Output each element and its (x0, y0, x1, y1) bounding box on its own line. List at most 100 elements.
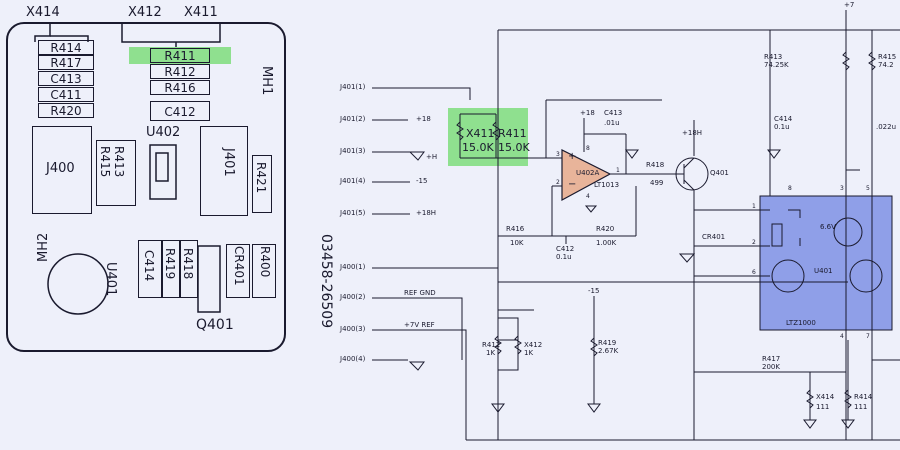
ltz1000-block (759, 195, 893, 331)
u401-pin5: 5 (866, 185, 870, 192)
opamp-pin2: 2 (556, 179, 560, 186)
input-j400-1: J400(1) (340, 263, 366, 271)
level-h: +H (426, 153, 438, 161)
label-r412: R412 (482, 341, 501, 349)
schematic-drawing (372, 10, 900, 441)
opamp-minus: − (568, 179, 577, 190)
label-r416: R416 (506, 225, 525, 233)
opamp-pin3: 3 (556, 151, 560, 158)
u401-pin3: 3 (840, 185, 844, 192)
input-j400-4: J400(4) (340, 355, 366, 363)
label-x414: X414 (816, 393, 835, 401)
pcb-j401-box (200, 126, 248, 216)
pcb-r421: R421 (254, 162, 268, 194)
value-c412: 0.1u (556, 253, 572, 261)
label-x411: X411 (184, 5, 218, 20)
label-q401: Q401 (710, 169, 729, 177)
pcb-j401: J401 (221, 148, 236, 177)
ref-gnd: REF GND (404, 289, 436, 297)
pcb-r418-box (180, 240, 198, 298)
input-j401-4: J401(4) (340, 177, 366, 185)
label-x414: X414 (26, 5, 60, 20)
u401-transistors (771, 209, 883, 293)
label-r417: R417 (762, 355, 781, 363)
pcb-j400: J400 (46, 161, 75, 176)
label-r419: R419 (598, 339, 617, 347)
pcb-r414: R414 (38, 40, 94, 55)
highlight-r411 (129, 47, 231, 64)
input-j400-2: J400(2) (340, 293, 366, 301)
pcb-r420: R420 (38, 103, 94, 118)
u401-pin2: 2 (752, 239, 756, 246)
label-r415: R415 (878, 53, 897, 61)
pcb-c412: C412 (150, 101, 210, 121)
opamp-u402a (561, 149, 612, 202)
ground-symbols (408, 149, 855, 429)
label-u401: U401 (814, 267, 833, 275)
label-c413: C413 (604, 109, 623, 117)
pcb-c414-box (138, 240, 162, 298)
ref-7v: +7V REF (404, 321, 435, 329)
pcb-mh2: MH2 (36, 232, 51, 262)
label-r413: R413 (764, 53, 783, 61)
hl-value-2: 15.0K (498, 141, 530, 154)
u401-pin4: 4 (840, 333, 844, 340)
value-r416: 10K (510, 239, 524, 247)
pcb-r413-r415-box (96, 140, 136, 206)
pcb-r417: R417 (38, 55, 94, 70)
input-j401-1: J401(1) (340, 83, 366, 91)
value-r412: 1K (486, 349, 496, 357)
label-r418: R418 (646, 161, 665, 169)
value-c4xx: .022u (876, 123, 897, 131)
value-c414: 0.1u (774, 123, 790, 131)
value-r414: 111 (854, 403, 868, 411)
resistor-zigzags (456, 51, 876, 409)
pcb-mh1: MH1 (259, 66, 274, 96)
label-x412: X412 (524, 341, 543, 349)
pcb-r416: R416 (150, 80, 210, 95)
hl-r411: R411 (498, 127, 527, 140)
pcb-r419: R419 (163, 248, 177, 280)
opamp-part: LT1013 (594, 181, 620, 189)
value-x412: 1K (524, 349, 534, 357)
input-j401-2: J401(2) (340, 115, 366, 123)
value-r418: 499 (650, 179, 664, 187)
label-ltz1000: LTZ1000 (786, 319, 816, 327)
value-c413: .01u (604, 119, 620, 127)
pcb-r419-box (162, 240, 180, 298)
label-x412: X412 (128, 5, 162, 20)
opamp-pin1: 1 (616, 167, 620, 174)
opamp-name: U402A (576, 169, 600, 177)
opamp-plus: + (568, 151, 577, 162)
opamp-pin8: 8 (586, 145, 590, 152)
u401-pin1: 1 (752, 203, 756, 210)
pcb-r400: R400 (258, 246, 272, 278)
value-r420: 1.00K (596, 239, 617, 247)
schematic: +7 J401(1) J401(2) J401(3) J401(4) J401(… (300, 0, 900, 446)
label-zener: 6.6V (820, 223, 836, 231)
label-p18h-q: +18H (682, 129, 703, 137)
pcb-traces (34, 22, 221, 315)
opamp-pin4: 4 (586, 193, 590, 200)
pcb-r412: R412 (150, 64, 210, 79)
hl-value-1: 15.0K (462, 141, 494, 154)
input-j401-3: J401(3) (340, 147, 366, 155)
pcb-cr401: CR401 (232, 246, 246, 286)
value-r415: 74.2 (878, 61, 894, 69)
label-c414: C414 (774, 115, 793, 123)
u401-pin6: 6 (752, 269, 756, 276)
label-r414: R414 (854, 393, 873, 401)
level-p18h: +18H (416, 209, 437, 217)
hl-x411: X411 (466, 127, 495, 140)
level-m15: -15 (416, 177, 428, 185)
input-j401-5: J401(5) (340, 209, 366, 217)
wires (372, 10, 900, 441)
pcb-r400-box (252, 244, 276, 298)
pcb-u402: U402 (146, 125, 181, 140)
value-r417: 200K (762, 363, 780, 371)
u401-pin7: 7 (866, 333, 870, 340)
u401-pin8: 8 (788, 185, 792, 192)
pcb-c413: C413 (38, 71, 94, 86)
pcb-r421-box (252, 155, 272, 213)
label-c412: C412 (556, 245, 575, 253)
